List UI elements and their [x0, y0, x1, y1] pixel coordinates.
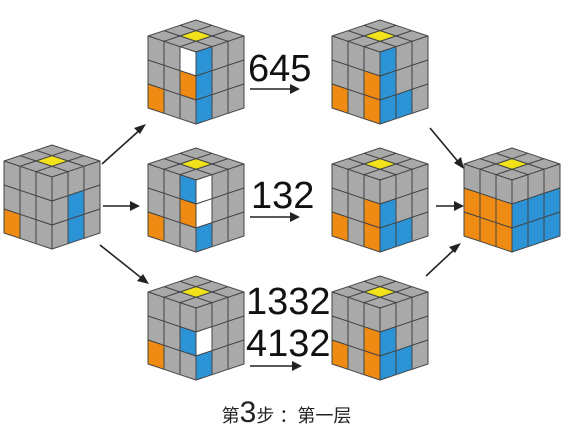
arrowhead [454, 157, 464, 169]
arrows [99, 84, 464, 371]
cube-facelet [179, 350, 197, 381]
cube-facelet [347, 344, 365, 376]
cube-facelet [83, 208, 101, 239]
arrow-case3-to-result [425, 246, 458, 277]
cube-facelet [195, 350, 213, 381]
cube-facelet [163, 344, 181, 376]
caption-suffix: 步 ：第一层 [256, 406, 352, 426]
cube-facelet [179, 222, 197, 253]
cube-facelet [147, 339, 165, 370]
cube-facelet [395, 88, 413, 120]
arrowhead [290, 84, 300, 94]
algorithm-case1: 645 [248, 48, 312, 90]
cube-facelet [363, 350, 381, 381]
cube-facelet [211, 88, 229, 120]
cube-facelet [211, 344, 229, 376]
cube-facelet [35, 219, 53, 250]
cube-facelet [195, 222, 213, 253]
cube-facelet [527, 216, 545, 248]
cube-case-3-before [147, 275, 245, 381]
arrow-case1-to-result [429, 127, 461, 165]
caption-step-number: 3 [239, 396, 257, 429]
cube-facelet [227, 211, 245, 242]
cube-facelet [19, 213, 37, 245]
cube-case-2-before [147, 147, 245, 253]
algorithm-case3-line2: 4132 [246, 323, 331, 365]
arrow-start-to-case1 [101, 127, 143, 165]
cube-facelet [379, 350, 397, 381]
cube-facelet [3, 208, 21, 239]
cube-facelet [211, 216, 229, 248]
caption-prefix: 第 [221, 406, 240, 426]
cube-facelet [147, 211, 165, 242]
arrowhead [130, 201, 140, 211]
step-caption: 第3步 ：第一层 [0, 396, 573, 430]
cube-facelet [179, 94, 197, 125]
cube-case-1-before [147, 19, 245, 125]
cube-facelet [195, 94, 213, 125]
cube-facelet [543, 211, 561, 242]
cube-facelet [479, 216, 497, 248]
cube-facelet [411, 83, 429, 114]
arrowhead [134, 124, 146, 134]
cube-facelet [363, 222, 381, 253]
cube-facelet [395, 344, 413, 376]
arrowhead [292, 361, 302, 371]
cube-facelet [163, 216, 181, 248]
cube-facelet [347, 88, 365, 120]
cube-facelet [411, 211, 429, 242]
cube-case-1-after [331, 19, 429, 125]
cube-facelet [495, 222, 513, 253]
cube-start [3, 144, 101, 250]
cube-facelet [463, 211, 481, 242]
cube-result [463, 147, 561, 253]
arrowhead [449, 243, 461, 253]
cube-facelet [163, 88, 181, 120]
arrowhead [454, 201, 464, 211]
arrowhead [137, 274, 149, 284]
cube-facelet [227, 83, 245, 114]
cube-facelet [411, 339, 429, 370]
cube-facelet [379, 222, 397, 253]
cube-facelet [51, 219, 69, 250]
cube-facelet [347, 216, 365, 248]
cube-facelet [147, 83, 165, 114]
cube-facelet [67, 213, 85, 245]
arrow-start-to-case3 [99, 244, 145, 281]
cube-case-3-after [331, 275, 429, 381]
arrowhead [290, 212, 300, 222]
cube-facelet [331, 211, 349, 242]
cube-facelet [379, 94, 397, 125]
cube-facelet [395, 216, 413, 248]
cube-case-2-after [331, 147, 429, 253]
cube-facelet [331, 339, 349, 370]
cube-facelet [227, 339, 245, 370]
algorithm-case2: 132 [251, 175, 315, 217]
cube-facelet [331, 83, 349, 114]
cube-facelet [363, 94, 381, 125]
cube-facelet [511, 222, 529, 253]
algorithm-case3-line1: 1332 [246, 281, 331, 323]
